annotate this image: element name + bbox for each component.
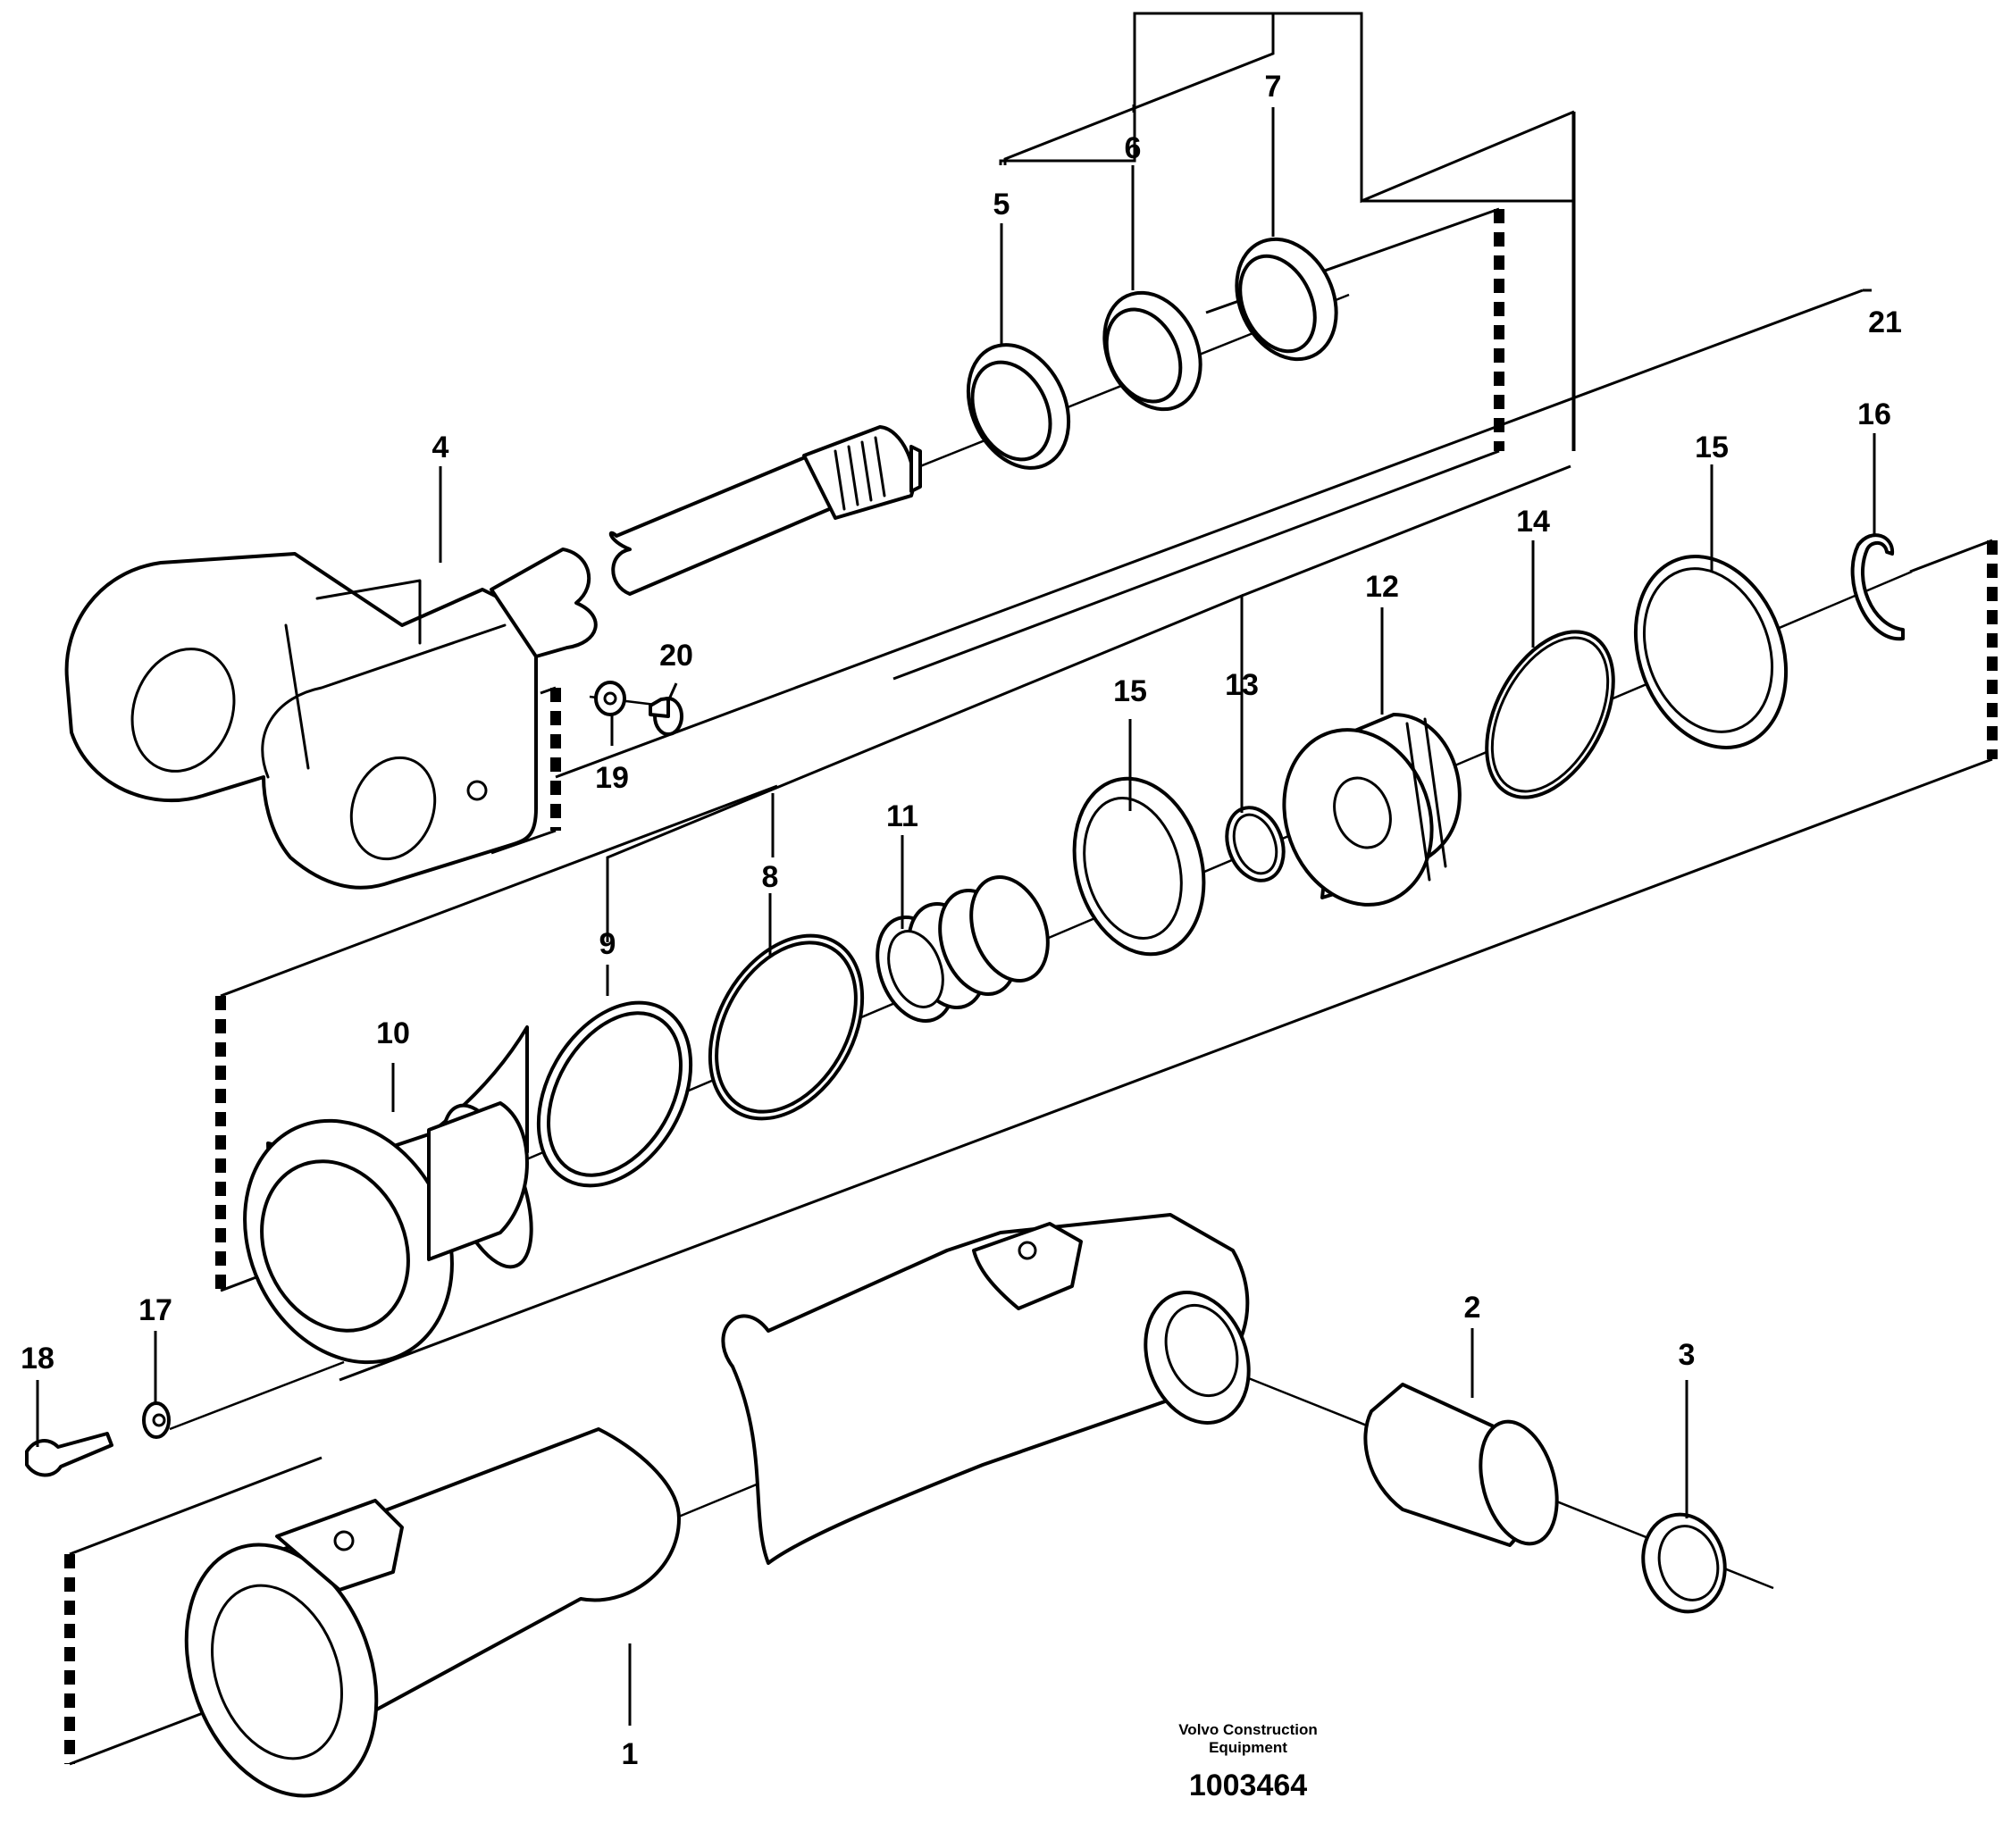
callout-15-lower: 15 <box>1113 674 1147 708</box>
dashed-box-edges <box>64 209 1998 1764</box>
callout-1: 1 <box>622 1737 639 1771</box>
callout-12: 12 <box>1365 570 1399 604</box>
title-block: Volvo Construction Equipment 1003464 <box>1178 1721 1318 1802</box>
callout-18: 18 <box>21 1342 54 1376</box>
callout-21: 21 <box>1868 305 1902 339</box>
credit-line-1: Volvo Construction <box>1178 1721 1318 1738</box>
drawing-number: 1003464 <box>1189 1769 1307 1802</box>
callout-3: 3 <box>1679 1338 1696 1372</box>
cylinder-head-part-10 <box>243 1025 533 1365</box>
group-brackets <box>555 12 1864 942</box>
callout-14: 14 <box>1516 505 1550 539</box>
callout-9: 9 <box>599 927 616 961</box>
packing-part-11 <box>876 874 1050 1024</box>
ring-part-14 <box>1485 630 1615 799</box>
callout-19: 19 <box>595 761 629 795</box>
rings-8-9 <box>536 933 865 1188</box>
oring-part-13 <box>1225 806 1286 882</box>
rod-seals-5-6-7 <box>966 237 1338 470</box>
callout-labels: 1 2 3 4 5 6 7 8 9 10 11 12 13 14 15 15 1… <box>21 70 1902 1771</box>
leader-lines <box>36 107 1876 1726</box>
callout-15-upper: 15 <box>1695 431 1729 464</box>
callout-7: 7 <box>1265 70 1282 104</box>
callout-20: 20 <box>659 639 693 673</box>
callout-5: 5 <box>993 188 1010 222</box>
callout-4: 4 <box>432 431 449 464</box>
nipple-parts-19-20 <box>594 681 683 736</box>
piston-rod-part-4 <box>64 425 922 890</box>
callout-11: 11 <box>886 799 918 833</box>
callout-8: 8 <box>762 860 779 894</box>
piston-part-12 <box>1282 713 1462 907</box>
callout-2: 2 <box>1464 1291 1481 1325</box>
callout-6: 6 <box>1125 131 1142 165</box>
callout-13: 13 <box>1225 668 1259 702</box>
wear-ring-part-15-upper <box>1633 555 1789 749</box>
callout-16: 16 <box>1857 397 1891 431</box>
bolt-washer-17-18 <box>25 1401 171 1477</box>
callout-17: 17 <box>138 1293 172 1327</box>
bushing-seal-2-3 <box>1363 1383 1727 1614</box>
cylinder-tube-part-1 <box>184 1213 1251 1798</box>
wear-ring-part-15-lower <box>1072 776 1206 957</box>
credit-line-2: Equipment <box>1209 1739 1287 1756</box>
clip-part-16 <box>1850 533 1905 641</box>
callout-10: 10 <box>376 1016 410 1050</box>
